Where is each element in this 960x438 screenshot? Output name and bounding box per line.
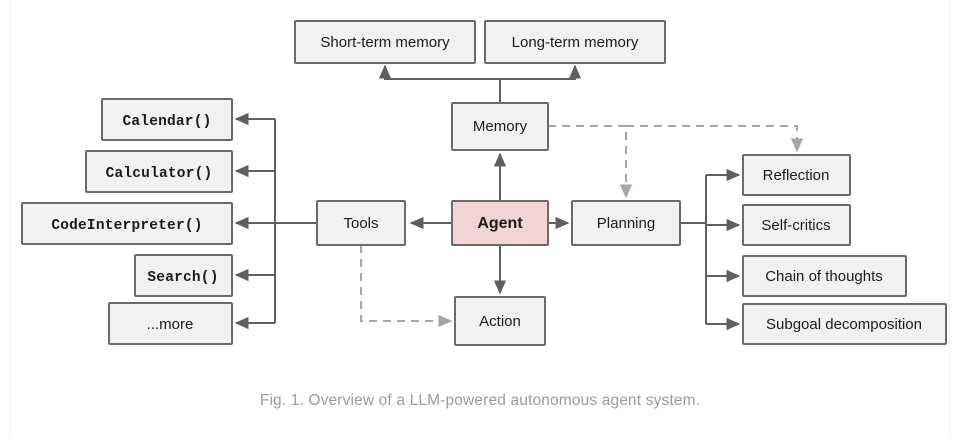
self-critics-label: Self-critics	[761, 217, 830, 234]
node-short-term-memory[interactable]: Short-term memory	[294, 20, 476, 64]
short-term-memory-box[interactable]	[294, 20, 476, 64]
calendar-label: Calendar()	[122, 114, 211, 130]
subgoal-decomposition-label: Subgoal decomposition	[766, 316, 922, 333]
node-self-critics[interactable]: Self-critics	[742, 204, 851, 246]
code-interpreter-box[interactable]	[21, 202, 233, 245]
right-frame-line	[949, 0, 950, 438]
edge-memory-to-reflection-dashed	[626, 125, 804, 153]
more-label: ...more	[147, 316, 194, 333]
more-box[interactable]	[108, 302, 233, 345]
agent-label: Agent	[477, 215, 523, 232]
search-label: Search()	[147, 270, 218, 286]
memory-box[interactable]	[451, 102, 549, 151]
long-term-memory-label: Long-term memory	[512, 34, 639, 51]
node-memory[interactable]: Memory	[451, 102, 549, 151]
node-chain-of-thoughts[interactable]: Chain of thoughts	[742, 255, 907, 297]
node-search[interactable]: Search()	[134, 254, 233, 297]
node-subgoal-decomposition[interactable]: Subgoal decomposition	[742, 303, 947, 345]
left-frame-line	[10, 0, 11, 438]
memory-label: Memory	[473, 118, 528, 135]
node-action[interactable]: Action	[454, 296, 546, 346]
node-code-interpreter[interactable]: CodeInterpreter()	[21, 202, 233, 245]
node-more[interactable]: ...more	[108, 302, 233, 345]
search-box[interactable]	[134, 254, 233, 297]
node-calendar[interactable]: Calendar()	[101, 98, 233, 141]
chain-of-thoughts-box[interactable]	[742, 255, 907, 297]
self-critics-box[interactable]	[742, 204, 851, 246]
short-term-memory-label: Short-term memory	[320, 34, 450, 51]
node-reflection[interactable]: Reflection	[742, 154, 851, 196]
node-calculator[interactable]: Calculator()	[85, 150, 233, 193]
calendar-box[interactable]	[101, 98, 233, 141]
node-long-term-memory[interactable]: Long-term memory	[484, 20, 666, 64]
long-term-memory-box[interactable]	[484, 20, 666, 64]
calculator-label: Calculator()	[106, 166, 213, 182]
edge-memory-to-planning-dashed	[548, 125, 633, 199]
planning-box[interactable]	[571, 200, 681, 246]
node-agent[interactable]: Agent	[451, 200, 549, 246]
subgoal-decomposition-box[interactable]	[742, 303, 947, 345]
calculator-box[interactable]	[85, 150, 233, 193]
figure-caption: Fig. 1. Overview of a LLM-powered autono…	[259, 392, 701, 409]
node-planning[interactable]: Planning	[571, 200, 681, 246]
planning-label: Planning	[597, 215, 655, 232]
tools-label: Tools	[343, 215, 378, 232]
code-interpreter-label: CodeInterpreter()	[51, 218, 202, 234]
edge-tools-to-action-dashed	[360, 245, 453, 328]
chain-of-thoughts-label: Chain of thoughts	[765, 268, 883, 285]
agent-box[interactable]	[451, 200, 549, 246]
node-tools[interactable]: Tools	[316, 200, 406, 246]
edge-memory-to-long-term-memory	[499, 64, 582, 103]
action-label: Action	[479, 313, 521, 330]
tools-box[interactable]	[316, 200, 406, 246]
reflection-box[interactable]	[742, 154, 851, 196]
action-box[interactable]	[454, 296, 546, 346]
edge-memory-to-short-term-memory	[378, 64, 501, 103]
reflection-label: Reflection	[763, 167, 830, 184]
